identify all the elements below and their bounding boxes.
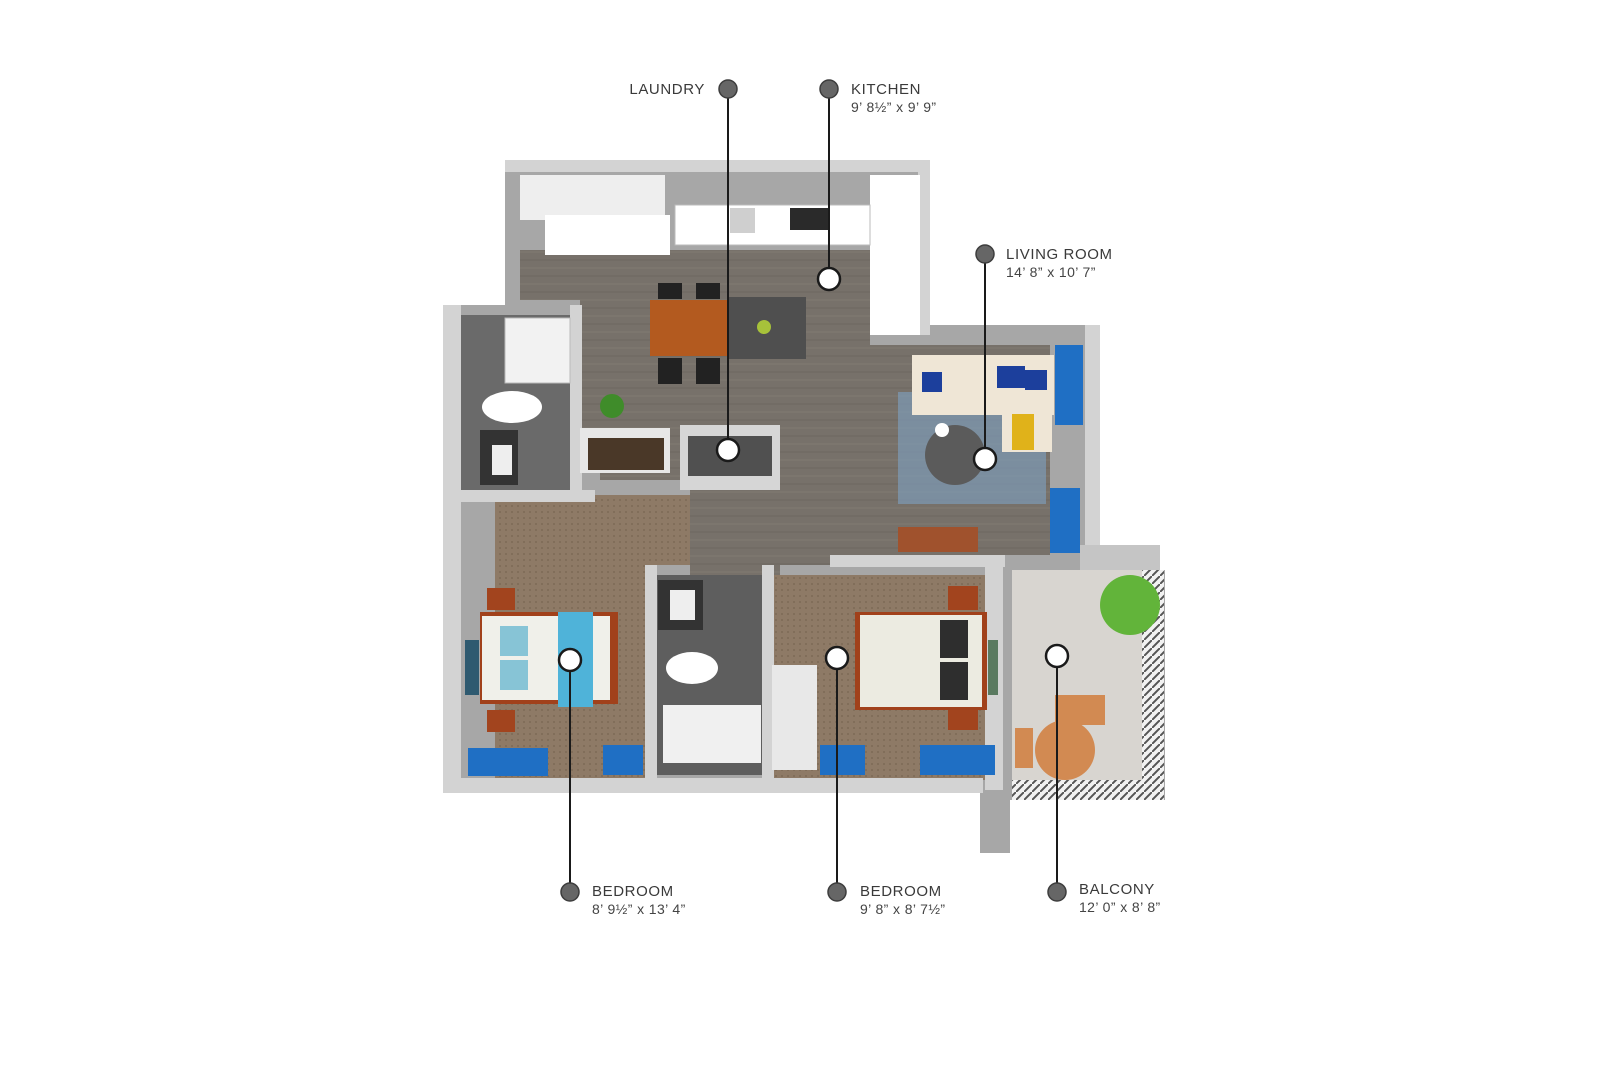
laundry-closet [580,425,780,490]
label-living-room: LIVING ROOM 14’ 8” x 10’ 7” [1006,246,1113,281]
balcony-railing-bottom [1012,780,1142,800]
dot-bedroom2 [827,882,847,902]
label-kitchen: KITCHEN 9’ 8½” x 9’ 9” [851,81,937,116]
marker-kitchen[interactable] [816,266,842,292]
label-dots [560,79,1067,902]
dot-kitchen [819,79,839,99]
room-name: LIVING ROOM [1006,246,1113,263]
dining [650,283,806,384]
room-markers [557,266,1070,673]
marker-living[interactable] [972,446,998,472]
room-dimensions: 9’ 8” x 8’ 7½” [860,901,946,917]
bedroom1-furniture [465,588,643,776]
dot-bedroom1 [560,882,580,902]
label-bedroom-2: BEDROOM 9’ 8” x 8’ 7½” [860,883,946,918]
dot-living [975,244,995,264]
marker-balcony[interactable] [1044,643,1070,669]
room-name: LAUNDRY [629,81,705,98]
dot-laundry [718,79,738,99]
balcony-furniture [1015,575,1160,780]
room-name: BEDROOM [592,883,674,900]
room-dimensions: 14’ 8” x 10’ 7” [1006,264,1096,280]
label-bedroom-1: BEDROOM 8’ 9½” x 13’ 4” [592,883,686,918]
room-name: BEDROOM [860,883,942,900]
room-name: BALCONY [1079,881,1155,898]
marker-bedroom1[interactable] [557,647,583,673]
dot-balcony [1047,882,1067,902]
leader-lines [569,89,1058,892]
label-laundry: LAUNDRY [629,81,705,99]
kitchen-counters [520,175,871,255]
label-balcony: BALCONY 12’ 0” x 8’ 8” [1079,881,1161,916]
room-dimensions: 8’ 9½” x 13’ 4” [592,901,686,917]
marker-bedroom2[interactable] [824,645,850,671]
living-furniture [898,345,1083,553]
room-name: KITCHEN [851,81,922,98]
marker-laundry[interactable] [715,437,741,463]
bedroom2-furniture [820,586,998,775]
inner-walls [443,160,1160,793]
room-dimensions: 9’ 8½” x 9’ 9” [851,99,937,115]
bath1-fixtures [480,317,624,485]
room-dimensions: 12’ 0” x 8’ 8” [1079,899,1161,915]
bath2-fixtures [658,580,817,770]
